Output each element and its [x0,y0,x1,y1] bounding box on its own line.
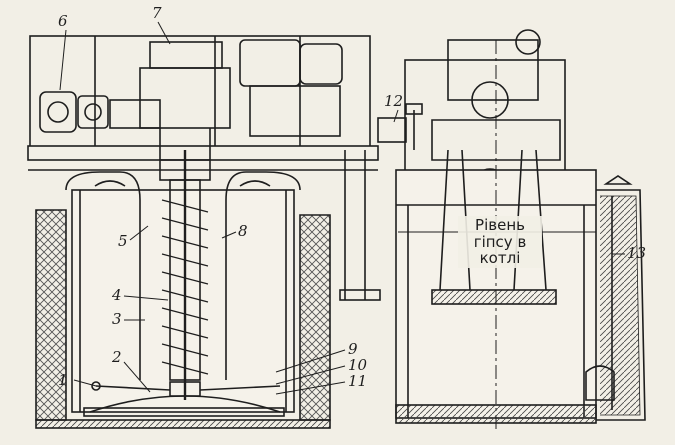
outlet-valve [585,365,615,401]
chute-top [603,175,633,185]
electric-motor [39,91,77,133]
callout-6: 6 [58,12,68,30]
level-label-line-3: котлі [479,249,521,267]
drive-assembly [39,39,343,160]
leader-1 [73,379,97,387]
callout-5: 5 [118,232,128,250]
screw-flights [161,199,209,375]
discharge-valve [91,381,101,391]
leader-8 [221,231,237,239]
coupling [77,95,109,129]
flue-ribs [94,180,126,187]
gear-reducer [139,67,231,129]
leader-4 [123,295,169,301]
main-motor [239,39,301,87]
callout-1: 1 [58,371,68,389]
callout-2: 2 [112,348,122,366]
callout-8: 8 [238,222,248,240]
callout-7: 7 [152,4,162,22]
leader-11 [275,381,346,395]
callout-10: 10 [348,356,368,374]
leader-10 [275,365,346,385]
leader-9 [275,349,346,373]
auxiliary-motor [299,43,343,85]
leader-7 [157,21,171,45]
leader-2 [123,361,151,393]
scraper-arm [95,385,171,391]
gypsum-level-label: Рівень гіпсу в котлі [458,216,542,268]
upper-frame [29,35,371,149]
discharge-chute [596,189,646,421]
leader-12 [393,109,399,123]
leader-6 [59,29,67,91]
foundation [35,419,331,429]
front-view-right [377,29,646,430]
coupling-hub [84,103,102,121]
leader-5 [129,225,149,241]
scraper-hub [169,381,201,397]
burner-unit [377,117,407,143]
gear-reducer-top [149,41,223,69]
leg-base [431,289,557,305]
callout-11: 11 [348,372,368,390]
drive-support-beam [431,119,561,161]
flue-pipe-left [65,171,141,380]
burner-cap [405,103,423,115]
column-base [339,289,381,301]
bearing-cap [515,29,541,55]
base-plate [395,404,597,424]
callout-3: 3 [112,310,122,328]
motor-base [249,85,341,137]
callout-12: 12 [384,92,404,110]
leader-lines [59,21,625,395]
level-label-line-2: гіпсу в [473,232,527,251]
level-label-line-1: Рівень [475,216,525,234]
section-view-left [27,35,381,429]
chute-hatch [600,195,641,416]
reducer-wheel [471,81,509,119]
callout-4: 4 [112,286,122,304]
reducer-housing-right [447,39,539,101]
callout-9: 9 [348,340,358,358]
callout-13: 13 [627,244,647,262]
shaft-housing [109,99,161,129]
flue-pipe-right [225,171,301,380]
bottom-plate [83,407,285,417]
motor-flange [47,101,69,123]
flue-ribs [239,180,271,187]
kettle-shell [71,189,295,413]
service-platform [27,145,379,161]
scraper-arm [199,385,281,391]
upper-frame-right [404,59,566,173]
